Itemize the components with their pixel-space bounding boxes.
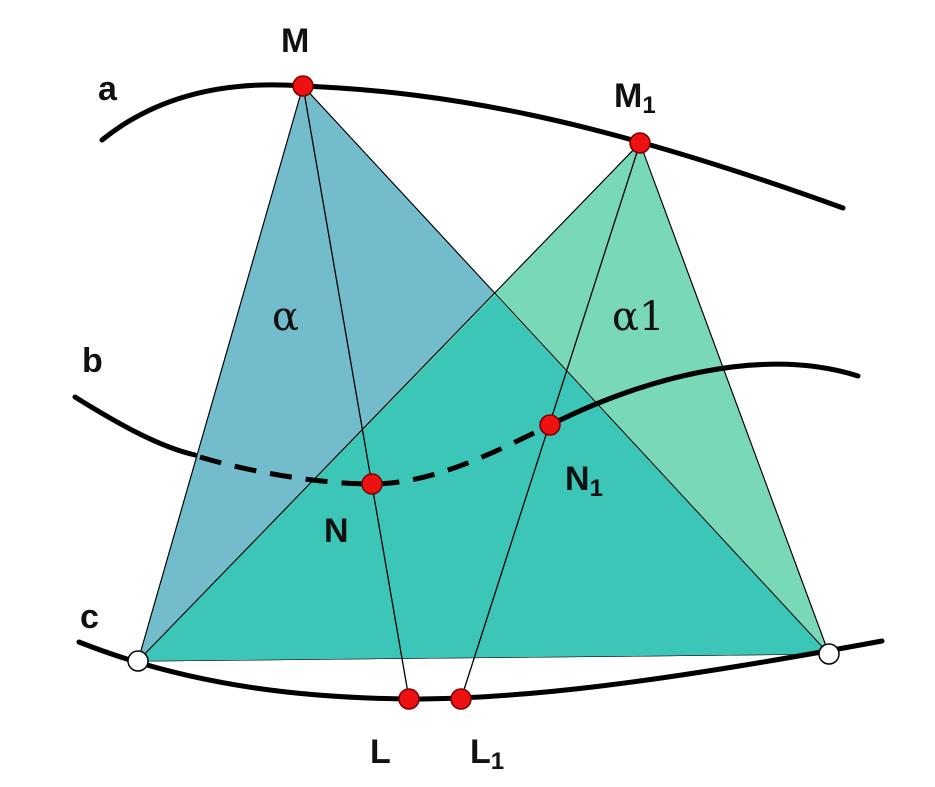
curve-b-right [547,361,861,428]
label-point-M: M [281,22,309,60]
label-point-N1: N1 [565,460,603,502]
point-N1 [539,414,561,436]
label-curve-c: c [80,598,99,636]
label-point-L1-base: L [470,733,491,771]
point-L1 [450,688,472,710]
label-point-M1-sub: 1 [642,92,655,119]
point-M [292,75,314,97]
label-plane-alpha1-sub: 1 [639,294,664,340]
label-plane-alpha: α [272,294,299,340]
label-curve-b: b [82,342,103,380]
triangle-overlap [138,295,829,661]
point-N [361,473,383,495]
label-point-N: N [324,512,349,550]
point-M1 [629,132,651,154]
label-point-N1-sub: 1 [590,475,603,502]
edge-M-left [137,85,304,662]
edge-M1-right [639,142,830,655]
label-point-M1-base: M [614,77,642,115]
label-point-L1: L1 [470,733,504,775]
open-point-left [127,650,149,672]
label-curve-a: a [98,70,118,108]
curve-b-left [72,394,198,458]
label-point-L1-sub: 1 [491,748,504,775]
label-point-M1: M1 [614,77,656,119]
label-point-N1-base: N [565,460,590,498]
curve-a [99,82,846,211]
label-plane-alpha1: α1 [612,294,664,340]
curve-b-dashed [199,422,552,487]
label-plane-alpha1-base: α [612,294,639,340]
line-M-L [302,85,410,700]
point-L [398,688,420,710]
edge-M-right [302,85,830,655]
label-point-L: L [370,733,391,771]
open-point-right [818,643,840,665]
edge-M1-left [137,142,641,662]
